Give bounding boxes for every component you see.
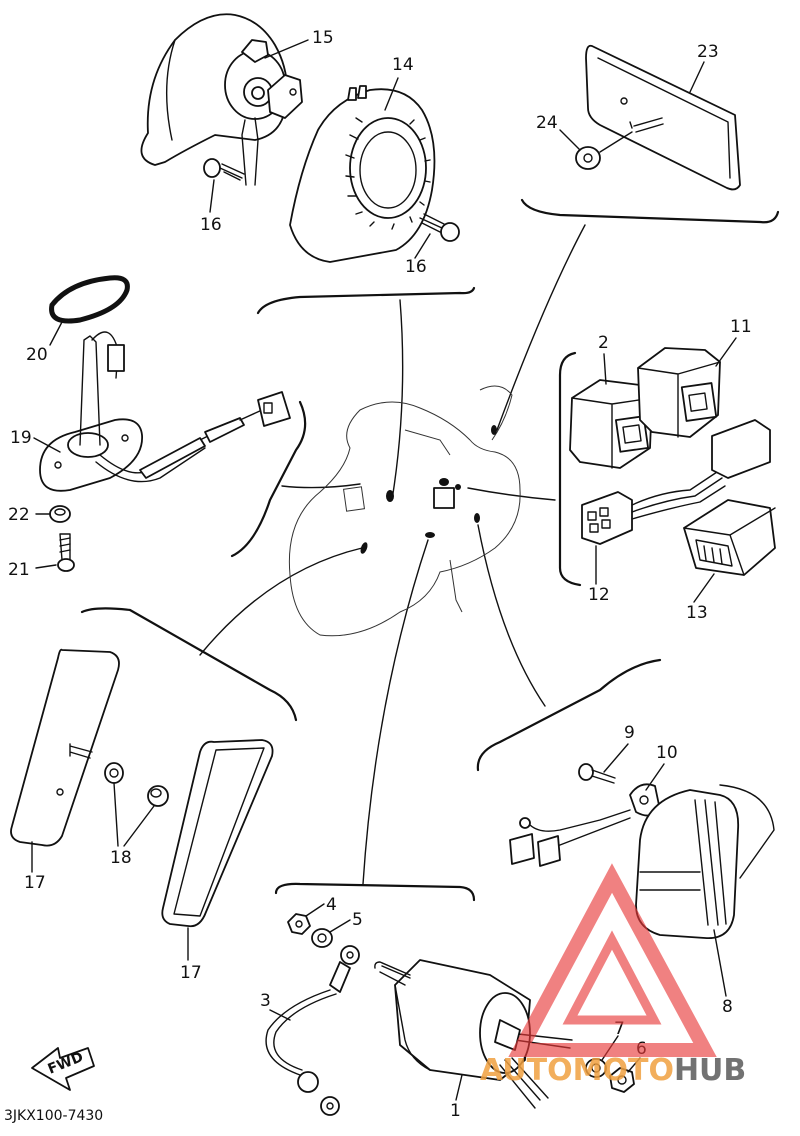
callout-8: 8 bbox=[722, 997, 733, 1017]
callout-19: 19 bbox=[10, 428, 32, 448]
watermark-part-2: MOTO bbox=[573, 1053, 674, 1088]
callout-10: 10 bbox=[656, 743, 678, 763]
callout-24: 24 bbox=[536, 113, 558, 133]
callout-12: 12 bbox=[588, 585, 610, 605]
bracket-10 bbox=[509, 783, 661, 867]
connector-13 bbox=[683, 499, 776, 576]
callout-2: 2 bbox=[598, 333, 609, 353]
bolt-9 bbox=[578, 763, 616, 784]
callout-labels: 15 14 16 16 23 24 20 19 22 21 2 11 12 13… bbox=[8, 28, 752, 1121]
screw-16-right bbox=[419, 213, 460, 242]
watermark-text: AUTOMOTOHUB bbox=[480, 1053, 746, 1088]
watermark: AUTOMOTOHUB bbox=[480, 863, 746, 1088]
reflector-23 bbox=[585, 44, 741, 191]
reflector-17-right bbox=[161, 739, 274, 928]
callout-1: 1 bbox=[450, 1101, 461, 1121]
connector-12 bbox=[581, 419, 771, 545]
nut-7 bbox=[585, 1058, 607, 1078]
nut-24 bbox=[575, 131, 633, 170]
callout-14: 14 bbox=[392, 55, 414, 75]
callout-23: 23 bbox=[697, 42, 719, 62]
leader-lines bbox=[199, 224, 586, 885]
callout-17-left: 17 bbox=[24, 873, 46, 893]
callout-3: 3 bbox=[260, 991, 271, 1011]
regulator-8 bbox=[635, 784, 775, 939]
relay-2 bbox=[569, 379, 653, 469]
cable-3 bbox=[265, 945, 360, 1116]
relay-11 bbox=[637, 347, 721, 438]
drawing-code: 3JKX100-7430 bbox=[4, 1108, 103, 1124]
horn-14 bbox=[289, 85, 436, 263]
washer-22 bbox=[49, 505, 71, 523]
callout-18: 18 bbox=[110, 848, 132, 868]
callout-11: 11 bbox=[730, 317, 752, 337]
callout-22: 22 bbox=[8, 505, 30, 525]
callout-4: 4 bbox=[326, 895, 337, 915]
callout-13: 13 bbox=[686, 603, 708, 623]
callout-16-right: 16 bbox=[405, 257, 427, 277]
nut-4 bbox=[287, 913, 311, 935]
gasket-20 bbox=[49, 275, 130, 324]
screw-21 bbox=[57, 533, 75, 572]
watermark-triangle-icon bbox=[508, 863, 717, 1057]
screw-16-left bbox=[203, 158, 245, 181]
callout-20: 20 bbox=[26, 345, 48, 365]
horn-15 bbox=[140, 13, 303, 186]
nut-18 bbox=[104, 762, 169, 807]
callout-15: 15 bbox=[312, 28, 334, 48]
group-brackets bbox=[80, 198, 780, 902]
watermark-part-3: HUB bbox=[674, 1053, 746, 1088]
callout-21: 21 bbox=[8, 560, 30, 580]
callout-leaders bbox=[31, 39, 737, 1101]
nut-6 bbox=[609, 1067, 635, 1093]
callout-5: 5 bbox=[352, 910, 363, 930]
callout-17-right: 17 bbox=[180, 963, 202, 983]
watermark-part-1: AUTO bbox=[480, 1053, 573, 1088]
sender-19 bbox=[39, 331, 291, 492]
frame-outline bbox=[288, 385, 521, 637]
washer-5 bbox=[311, 928, 333, 948]
callout-9: 9 bbox=[624, 723, 635, 743]
callout-16-left: 16 bbox=[200, 215, 222, 235]
watermark-triangle-inner-icon bbox=[562, 930, 662, 1025]
reflector-17-left bbox=[10, 648, 120, 847]
callout-7: 7 bbox=[614, 1019, 625, 1039]
fwd-arrow-icon: FWD bbox=[31, 1047, 95, 1091]
